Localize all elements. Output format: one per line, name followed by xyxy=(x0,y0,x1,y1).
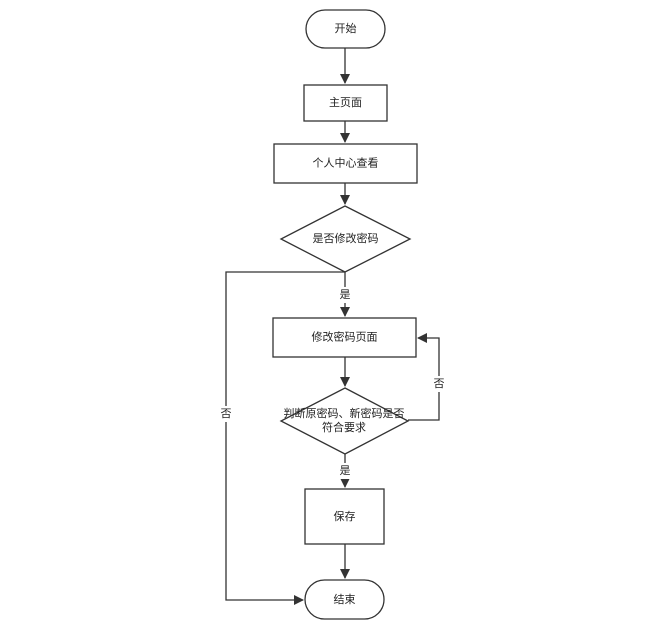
node-change-page-label: 修改密码页面 xyxy=(312,330,378,344)
node-password-check-label-line2: 符合要求 xyxy=(322,420,366,434)
node-change-decision: 是否修改密码 xyxy=(279,205,412,273)
node-save-label: 保存 xyxy=(334,509,356,523)
label-no-change: 否 xyxy=(221,407,232,420)
node-end: 结束 xyxy=(304,579,385,620)
node-change-decision-label: 是否修改密码 xyxy=(313,231,379,245)
node-profile: 个人中心查看 xyxy=(273,143,418,184)
node-home: 主页面 xyxy=(303,84,388,122)
label-no-check: 否 xyxy=(434,377,445,390)
edge-labels: 是 否 否 是 xyxy=(218,287,447,479)
edge-decision-no-to-end xyxy=(225,271,345,605)
node-save: 保存 xyxy=(304,488,385,545)
node-home-label: 主页面 xyxy=(329,96,362,109)
node-password-check-label-line1: 判断原密码、新密码是否 xyxy=(284,406,405,420)
node-change-page: 修改密码页面 xyxy=(272,317,417,358)
node-end-label: 结束 xyxy=(334,593,356,606)
node-start: 开始 xyxy=(305,9,386,49)
node-password-check: 判断原密码、新密码是否 符合要求 xyxy=(279,387,410,455)
node-profile-label: 个人中心查看 xyxy=(313,156,379,170)
node-start-label: 开始 xyxy=(335,21,357,35)
label-yes-change: 是 xyxy=(340,288,351,301)
label-yes-check: 是 xyxy=(340,464,351,477)
